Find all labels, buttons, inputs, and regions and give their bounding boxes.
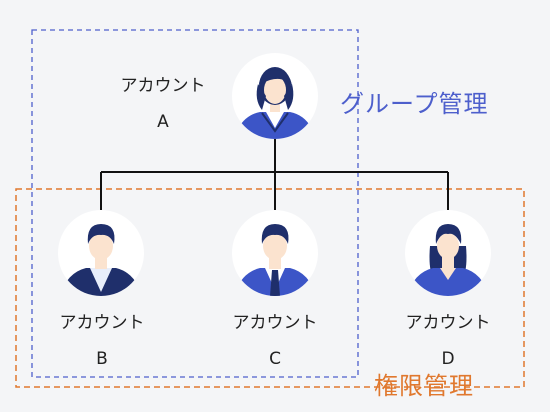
account-b-label: アカウント B <box>37 305 167 377</box>
account-a-label: アカウント A <box>98 68 228 140</box>
group-management-label: グループ管理 <box>340 90 489 118</box>
account-d-name: アカウント <box>405 313 491 333</box>
permission-management-label: 権限管理 <box>374 372 474 400</box>
hierarchy-connectors <box>100 139 449 210</box>
account-b-name: アカウント <box>59 313 145 333</box>
group-management-box <box>31 29 359 378</box>
permission-management-box <box>15 188 525 388</box>
businesswoman-long-hair-avatar-icon <box>405 210 491 296</box>
businessman-tie-avatar-icon <box>232 210 318 296</box>
account-d-label: アカウント D <box>383 305 513 377</box>
account-d-letter: D <box>441 349 455 369</box>
account-a-letter: A <box>157 112 169 132</box>
businessman-casual-avatar-icon <box>58 210 144 296</box>
businesswoman-avatar-icon <box>232 53 318 139</box>
account-a-name: アカウント <box>120 76 206 96</box>
account-b-letter: B <box>96 349 108 369</box>
account-c-letter: C <box>269 349 281 369</box>
account-c-label: アカウント C <box>210 305 340 377</box>
account-c-name: アカウント <box>232 313 318 333</box>
